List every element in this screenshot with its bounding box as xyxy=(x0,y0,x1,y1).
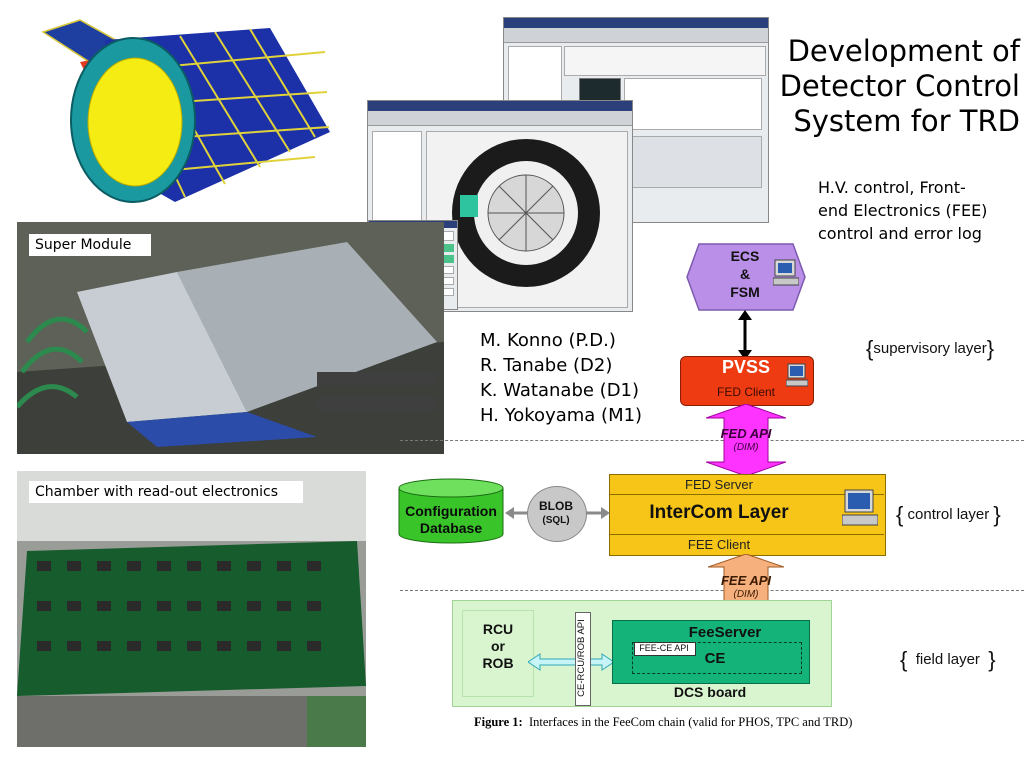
computer-icon xyxy=(786,363,808,387)
fed-server-label: FED Server xyxy=(685,477,753,492)
blob-label: BLOB xyxy=(539,499,573,513)
control-layer-text: control layer xyxy=(907,505,990,523)
configuration-database-label: Configuration Database xyxy=(396,503,506,537)
author-item: R. Tanabe (D2) xyxy=(480,355,613,376)
fed-api-label: FED API xyxy=(720,426,772,441)
rcu-label: RCU xyxy=(482,621,514,637)
author-item: K. Watanabe (D1) xyxy=(480,380,640,401)
title-line-3: System for TRD xyxy=(793,104,1020,138)
title-line-2: Detector Control xyxy=(779,69,1020,103)
fee-ce-api-box xyxy=(634,642,696,656)
rcu-rob-label: RCU or ROB xyxy=(466,621,530,672)
ce-dashed-box xyxy=(632,642,802,674)
subtitle-line-1: H.V. control, Front- xyxy=(818,178,966,197)
slide-subtitle: H.V. control, Front- end Electronics (FE… xyxy=(818,176,1024,245)
configuration-database-icon xyxy=(398,478,504,544)
figure-caption: Figure 1: Interfaces in the FeeCom chain… xyxy=(474,715,852,730)
ecs-and-label: & xyxy=(739,266,751,282)
author-item: H. Yokoyama (M1) xyxy=(480,405,643,426)
control-panel-screenshot-front xyxy=(367,100,633,312)
rcu-or-label: or xyxy=(491,638,505,654)
intercom-divider xyxy=(609,494,884,495)
ce-rcu-rob-api-label: CE-RCU/ROB API xyxy=(576,619,587,697)
dcs-board-label: DCS board xyxy=(673,684,747,700)
blob-node xyxy=(527,486,587,542)
computer-icon xyxy=(773,259,799,286)
supermodule-caption: Super Module xyxy=(29,234,151,256)
supervisory-layer-text: supervisory layer xyxy=(873,339,987,357)
fed-api-arrow xyxy=(706,404,786,476)
ce-label: CE xyxy=(704,650,726,667)
fee-api-label: FEE API xyxy=(720,573,772,588)
intercom-divider xyxy=(609,534,884,535)
slide-title: Development of Detector Control System f… xyxy=(760,34,1020,139)
brace-icon: { xyxy=(866,336,874,361)
author-item: M. Konno (P.D.) xyxy=(480,330,616,351)
fed-api-sublabel: (DIM) xyxy=(733,442,759,453)
detector-3d-render xyxy=(41,19,330,203)
rcu-rob-board-inner xyxy=(462,610,534,697)
ecs-fsm-label: ECS & FSM xyxy=(700,247,790,301)
fsm-label: FSM xyxy=(730,284,760,300)
chamber-caption: Chamber with read-out electronics xyxy=(29,481,303,503)
ce-rcu-rob-api-bar xyxy=(575,612,591,706)
subtitle-line-3: control and error log xyxy=(818,224,982,243)
supervisory-layer-label: {supervisory layer} xyxy=(866,336,994,362)
brace-icon: } xyxy=(986,336,995,361)
rob-label: ROB xyxy=(482,655,514,671)
blob-intercom-arrow xyxy=(583,507,610,519)
fee-ce-api-label: FEE-CE API xyxy=(639,643,689,653)
title-line-1: Development of xyxy=(787,34,1020,68)
field-layer-text: field layer xyxy=(915,650,980,668)
config-db-line-1: Configuration xyxy=(405,503,497,519)
author-list: M. Konno (P.D.) R. Tanabe (D2) K. Watana… xyxy=(480,328,642,428)
layer-separator xyxy=(400,440,1024,441)
figure-caption-label: Figure 1: xyxy=(474,715,523,729)
figure-caption-text: Interfaces in the FeeCom chain (valid fo… xyxy=(528,715,853,729)
fee-api-sublabel: (DIM) xyxy=(733,589,759,600)
brace-icon: } xyxy=(993,502,1001,527)
feeserver-label: FeeServer xyxy=(688,624,762,641)
brace-icon: { xyxy=(900,647,908,672)
rcu-ce-arrow xyxy=(528,653,614,671)
brace-icon: { xyxy=(896,502,904,527)
pvss-sublabel: FED Client xyxy=(716,385,775,399)
brace-icon: } xyxy=(988,647,996,672)
computer-icon xyxy=(842,489,878,526)
control-layer-label: { control layer } xyxy=(896,502,1001,528)
pvss-label: PVSS xyxy=(721,357,771,377)
ecs-pvss-arrow xyxy=(738,310,752,360)
layer-separator xyxy=(400,590,1024,591)
field-layer-label: { field layer } xyxy=(900,647,996,673)
chamber-photo: Chamber with read-out electronics xyxy=(17,471,366,747)
config-db-line-2: Database xyxy=(419,520,483,536)
subtitle-line-2: end Electronics (FEE) xyxy=(818,201,988,220)
intercom-layer-label: InterCom Layer xyxy=(649,502,789,523)
fee-client-label: FEE Client xyxy=(687,537,751,552)
blob-sublabel: (SQL) xyxy=(542,515,570,526)
supermodule-photo: Super Module xyxy=(17,222,444,454)
ecs-label: ECS xyxy=(730,248,760,264)
